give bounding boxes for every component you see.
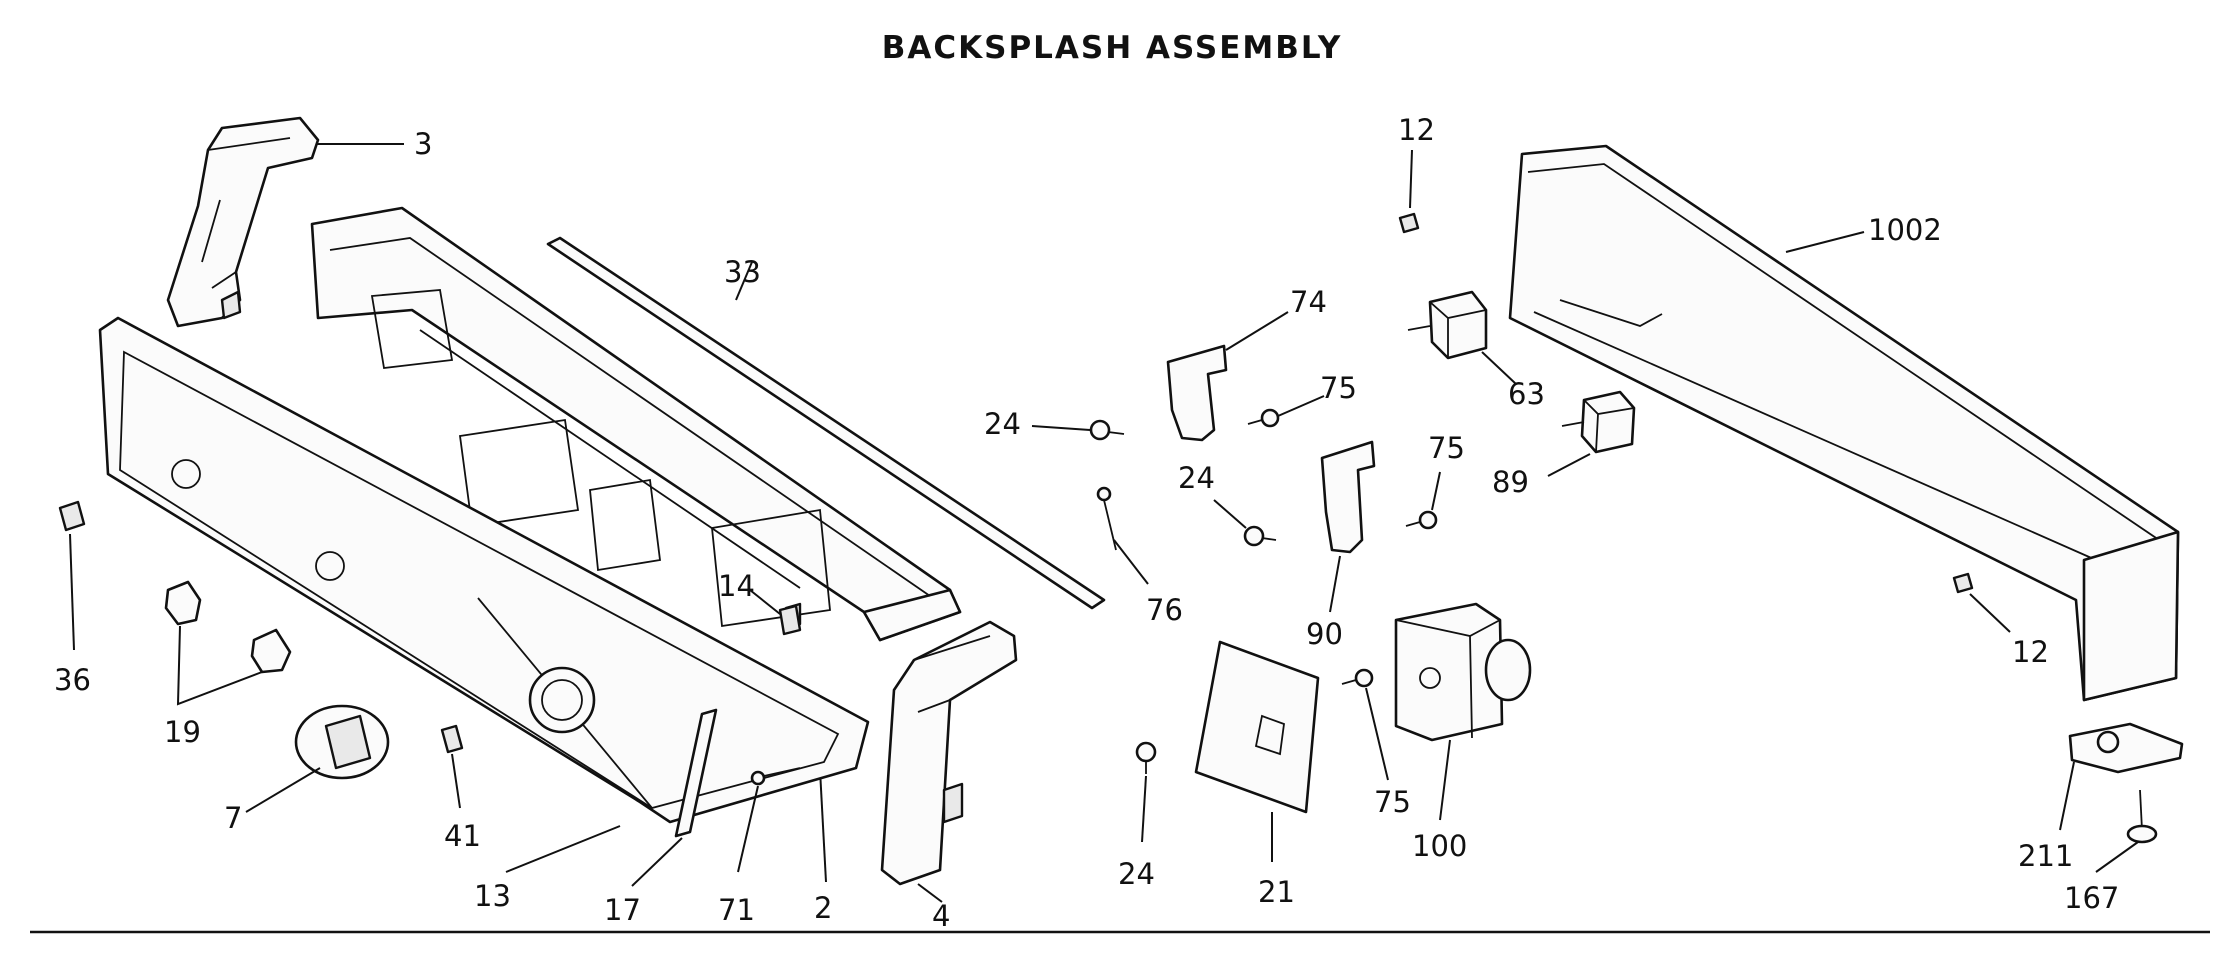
callout-13: 13: [474, 879, 511, 913]
callout-2: 2: [814, 891, 832, 925]
leader-36: [69, 533, 75, 651]
part-screw-24b: [1243, 525, 1277, 547]
callout-3: 3: [414, 127, 432, 161]
part-clip-12a: [1398, 212, 1420, 234]
callout-17: 17: [604, 893, 641, 927]
leader-71: [737, 785, 759, 873]
part-screw-24a: [1089, 419, 1125, 441]
part-knob-insert: [440, 724, 464, 754]
part-timer: [1394, 602, 1532, 742]
part-switch-89: [1561, 390, 1636, 454]
callout-21: 21: [1258, 875, 1295, 909]
callout-24b: 24: [1178, 461, 1215, 495]
part-screw-75b: [1405, 510, 1438, 530]
leader-12b: [1969, 593, 2011, 633]
leader-75c: [1365, 687, 1389, 781]
callout-7: 7: [224, 801, 242, 835]
callout-71: 71: [718, 893, 755, 927]
leader-100: [1439, 739, 1451, 821]
leader-12a: [1409, 149, 1413, 209]
part-clip-12b: [1952, 572, 1974, 594]
leader-75b: [1431, 471, 1441, 511]
callout-75a: 75: [1320, 371, 1357, 405]
leader-4: [917, 883, 943, 903]
leader-90: [1329, 555, 1341, 613]
callout-24c: 24: [1118, 857, 1155, 891]
part-trim-strip: [546, 236, 1106, 610]
leader-7: [245, 767, 321, 813]
callout-4: 4: [932, 899, 950, 933]
diagram-title: BACKSPLASH ASSEMBLY: [882, 30, 1343, 66]
callout-12b: 12: [2012, 635, 2049, 669]
callout-12a: 12: [1398, 113, 1435, 147]
callout-89: 89: [1492, 465, 1529, 499]
leader-63: [1481, 351, 1517, 385]
callout-211: 211: [2018, 839, 2073, 873]
part-clip: [778, 604, 802, 636]
part-switch-63: [1407, 290, 1488, 360]
part-timer-knob: [294, 704, 390, 780]
part-screw-75a: [1247, 408, 1280, 428]
part-end-cap-right: [880, 620, 1018, 886]
callout-75c: 75: [1374, 785, 1411, 819]
callout-1002: 1002: [1868, 213, 1942, 247]
part-bracket-strip: [674, 708, 718, 838]
callout-63: 63: [1508, 377, 1545, 411]
leader-75a: [1277, 395, 1325, 417]
part-hinge-bracket: [2068, 722, 2184, 774]
leader-74: [1225, 311, 1289, 351]
callout-74: 74: [1290, 285, 1327, 319]
callout-14: 14: [718, 569, 755, 603]
leader-19: [176, 625, 263, 706]
part-end-cap-left: [166, 116, 320, 328]
part-screw-71: [750, 767, 801, 786]
part-bracket-upper: [1166, 344, 1228, 442]
callout-41: 41: [444, 819, 481, 853]
part-bushing: [58, 500, 86, 532]
part-screw-167: [2126, 789, 2158, 844]
leader-14: [749, 589, 781, 615]
leader-24a: [1031, 425, 1091, 431]
leader-24c: [1141, 775, 1147, 843]
callout-76: 76: [1146, 593, 1183, 627]
callout-19: 19: [164, 715, 201, 749]
leader-41: [451, 753, 461, 809]
leader-211: [2059, 761, 2075, 831]
callout-33: 33: [724, 255, 761, 289]
part-push-buttons: [164, 580, 292, 674]
leader-76: [1113, 539, 1149, 585]
callout-24a: 24: [984, 407, 1021, 441]
callout-36: 36: [54, 663, 91, 697]
part-rear-housing: [1508, 144, 2180, 702]
callout-100: 100: [1412, 829, 1467, 863]
part-screw-75c: [1341, 668, 1374, 688]
leader-13: [505, 825, 621, 873]
leader-89: [1547, 453, 1591, 477]
part-bracket-lower: [1320, 440, 1376, 554]
leader-24b: [1213, 499, 1247, 529]
leader-167: [2095, 841, 2139, 873]
leader-2: [819, 769, 827, 883]
leader-17: [631, 837, 683, 887]
part-mounting-plate: [1194, 640, 1320, 814]
part-long-screw: [1096, 486, 1117, 551]
part-front-panel: [98, 316, 870, 824]
callout-167: 167: [2064, 881, 2119, 915]
callout-75b: 75: [1428, 431, 1465, 465]
leader-33: [735, 261, 753, 301]
leader-1002: [1785, 231, 1865, 253]
part-screw-24c: [1135, 741, 1157, 774]
callout-90: 90: [1306, 617, 1343, 651]
